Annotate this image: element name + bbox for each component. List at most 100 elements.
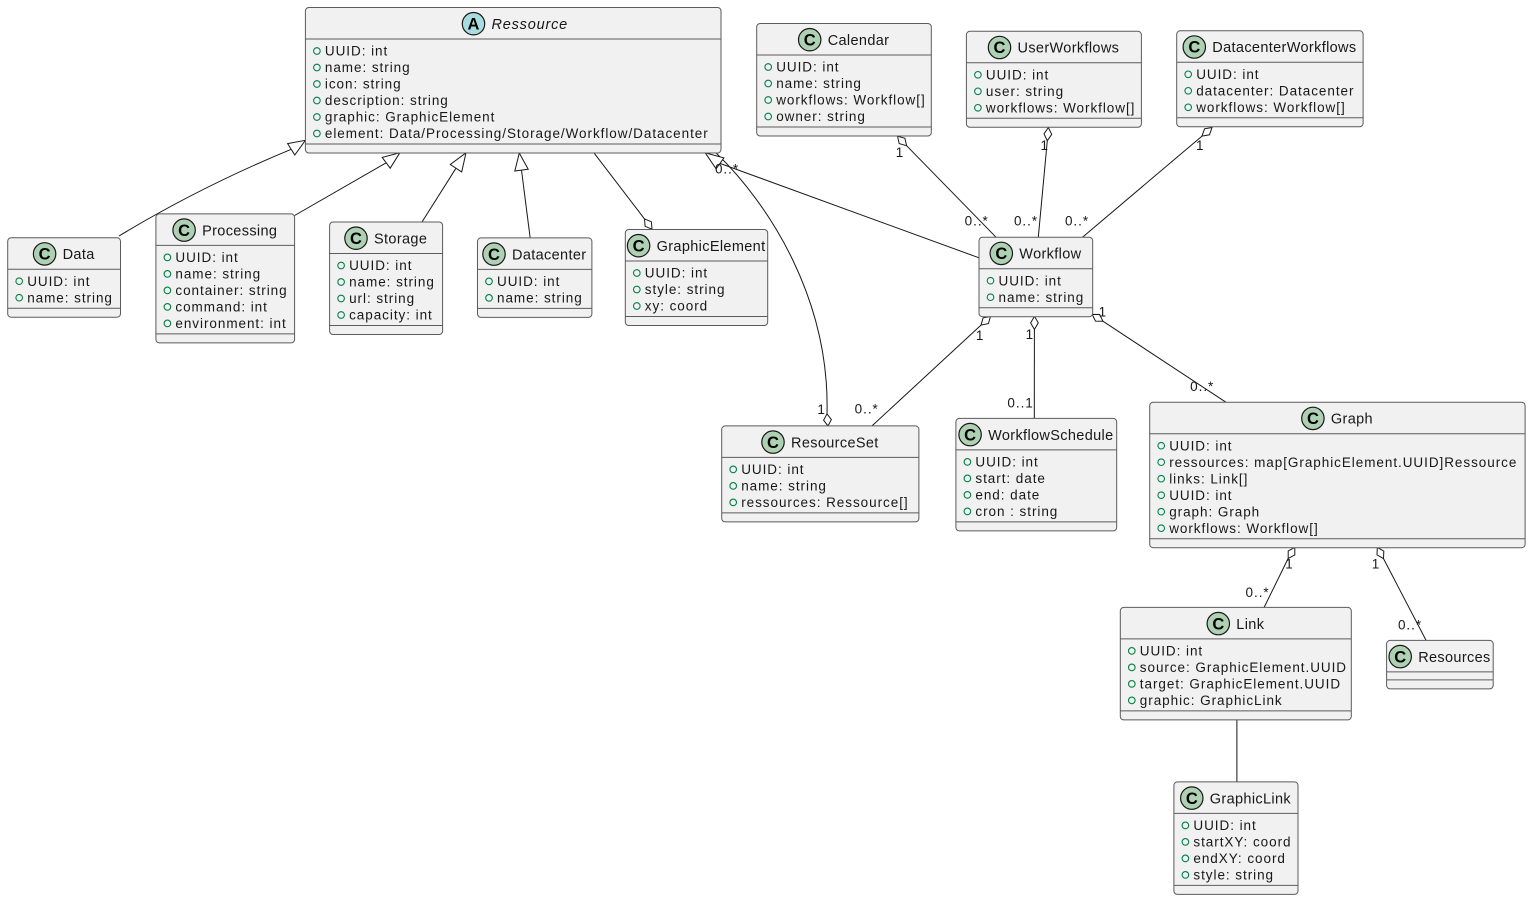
svg-text:Link: Link: [1236, 617, 1264, 633]
svg-text:C: C: [1188, 39, 1200, 57]
svg-text:1: 1: [1372, 557, 1380, 572]
svg-text:ResourceSet: ResourceSet: [791, 435, 879, 451]
svg-text:capacity: int: capacity: int: [349, 308, 433, 323]
svg-text:1: 1: [817, 402, 825, 417]
svg-text:UUID: int: UUID: int: [1196, 67, 1259, 82]
svg-text:Datacenter: Datacenter: [512, 247, 586, 263]
svg-text:0..*: 0..*: [1065, 214, 1089, 229]
svg-text:C: C: [767, 434, 779, 452]
svg-text:source: GraphicElement.UUID: source: GraphicElement.UUID: [1140, 660, 1347, 675]
svg-text:cron : string: cron : string: [975, 504, 1058, 519]
svg-text:workflows: Workflow[]: workflows: Workflow[]: [1168, 521, 1318, 536]
svg-text:0..*: 0..*: [855, 401, 879, 416]
svg-text:UUID: int: UUID: int: [27, 274, 90, 289]
svg-text:1: 1: [1196, 138, 1204, 153]
svg-text:C: C: [633, 237, 645, 255]
svg-text:0..*: 0..*: [1014, 214, 1038, 229]
svg-text:Ressource: Ressource: [492, 17, 569, 33]
svg-text:Calendar: Calendar: [828, 33, 890, 49]
svg-text:element: Data/Processing/Stora: element: Data/Processing/Storage/Workflo…: [325, 126, 709, 141]
svg-text:WorkflowSchedule: WorkflowSchedule: [988, 428, 1113, 444]
svg-text:name: string: name: string: [27, 290, 113, 305]
svg-text:workflows: Workflow[]: workflows: Workflow[]: [775, 93, 925, 108]
svg-text:1: 1: [1040, 138, 1048, 153]
svg-text:UUID: int: UUID: int: [325, 44, 388, 59]
svg-text:workflows: Workflow[]: workflows: Workflow[]: [1195, 100, 1345, 115]
svg-text:C: C: [964, 426, 976, 444]
svg-text:links: Link[]: links: Link[]: [1169, 471, 1248, 486]
svg-text:container: string: container: string: [175, 283, 287, 298]
svg-text:GraphicElement: GraphicElement: [657, 239, 766, 255]
svg-text:C: C: [1186, 790, 1198, 808]
svg-text:C: C: [1212, 615, 1224, 633]
svg-text:1: 1: [1099, 304, 1107, 319]
svg-text:style: string: style: string: [645, 282, 726, 297]
svg-text:ressources: Ressource[]: ressources: Ressource[]: [741, 495, 908, 510]
svg-text:C: C: [804, 31, 816, 49]
svg-text:UserWorkflows: UserWorkflows: [1018, 41, 1120, 57]
svg-text:graphic: GraphicLink: graphic: GraphicLink: [1140, 693, 1283, 708]
svg-text:UUID: int: UUID: int: [1193, 818, 1256, 833]
svg-text:C: C: [1307, 410, 1319, 428]
svg-text:owner: string: owner: string: [776, 109, 866, 124]
svg-text:name: string: name: string: [175, 267, 261, 282]
svg-text:0..*: 0..*: [1190, 379, 1214, 394]
svg-text:end: date: end: date: [975, 488, 1040, 503]
svg-text:1: 1: [976, 328, 984, 343]
svg-text:description: string: description: string: [325, 93, 449, 108]
svg-text:C: C: [994, 39, 1006, 57]
svg-text:name: string: name: string: [349, 275, 435, 290]
svg-text:0..*: 0..*: [965, 214, 989, 229]
svg-text:UUID: int: UUID: int: [975, 455, 1038, 470]
svg-text:C: C: [488, 246, 500, 264]
svg-text:A: A: [468, 15, 480, 33]
svg-text:1: 1: [1026, 327, 1034, 342]
svg-text:C: C: [1394, 648, 1406, 666]
svg-text:url: string: url: string: [349, 291, 415, 306]
svg-text:Processing: Processing: [202, 223, 277, 239]
svg-text:C: C: [39, 246, 51, 264]
svg-text:Workflow: Workflow: [1019, 247, 1081, 263]
svg-text:UUID: int: UUID: int: [645, 266, 708, 281]
svg-text:name: string: name: string: [999, 290, 1085, 305]
svg-text:name: string: name: string: [741, 479, 827, 494]
svg-text:Graph: Graph: [1331, 412, 1373, 428]
svg-text:1: 1: [896, 145, 904, 160]
svg-text:name: string: name: string: [325, 60, 411, 75]
svg-text:DatacenterWorkflows: DatacenterWorkflows: [1212, 40, 1356, 56]
svg-text:UUID: int: UUID: int: [1169, 438, 1232, 453]
svg-text:ressources: map[GraphicElement: ressources: map[GraphicElement.UUID]Ress…: [1169, 455, 1517, 470]
svg-text:UUID: int: UUID: int: [999, 273, 1062, 288]
svg-text:1: 1: [1285, 557, 1293, 572]
svg-text:icon: string: icon: string: [325, 77, 402, 92]
svg-text:C: C: [995, 245, 1007, 263]
svg-text:C: C: [350, 230, 362, 248]
svg-text:UUID: int: UUID: int: [986, 68, 1049, 83]
svg-text:0..1: 0..1: [1007, 396, 1033, 411]
svg-text:UUID: int: UUID: int: [349, 258, 412, 273]
svg-text:target: GraphicElement.UUID: target: GraphicElement.UUID: [1140, 677, 1341, 692]
svg-text:graph: Graph: graph: Graph: [1169, 504, 1260, 519]
svg-text:0..*: 0..*: [1246, 585, 1270, 600]
svg-text:startXY: coord: startXY: coord: [1193, 835, 1291, 850]
svg-text:UUID: int: UUID: int: [776, 60, 839, 75]
svg-text:command: int: command: int: [175, 300, 267, 315]
svg-text:Resources: Resources: [1418, 650, 1490, 666]
svg-text:xy: coord: xy: coord: [645, 299, 708, 314]
svg-text:style: string: style: string: [1193, 868, 1274, 883]
svg-text:environment: int: environment: int: [175, 316, 286, 331]
svg-text:workflows: Workflow[]: workflows: Workflow[]: [985, 101, 1135, 116]
svg-text:0..*: 0..*: [1398, 618, 1422, 633]
svg-text:graphic: GraphicElement: graphic: GraphicElement: [325, 110, 495, 125]
svg-text:datacenter: Datacenter: datacenter: Datacenter: [1196, 84, 1354, 99]
svg-text:GraphicLink: GraphicLink: [1210, 791, 1292, 807]
svg-text:0..*: 0..*: [715, 162, 739, 177]
svg-text:C: C: [178, 222, 190, 240]
svg-text:user: string: user: string: [986, 84, 1064, 99]
svg-text:name: string: name: string: [497, 291, 583, 306]
svg-text:UUID: int: UUID: int: [497, 274, 560, 289]
svg-text:start: date: start: date: [975, 471, 1045, 486]
svg-text:Data: Data: [63, 247, 96, 263]
svg-text:name: string: name: string: [776, 76, 862, 91]
svg-text:UUID: int: UUID: int: [175, 250, 238, 265]
